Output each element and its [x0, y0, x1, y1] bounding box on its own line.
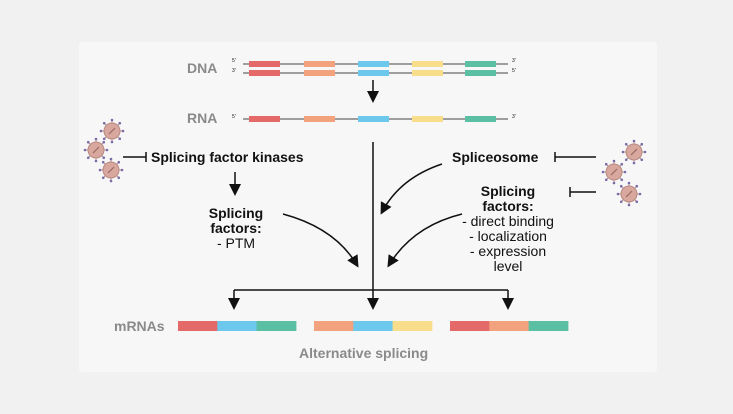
- dna-strands: [243, 61, 508, 76]
- mrna-exon-teal: [256, 321, 297, 331]
- dna-exon-orange-top: [304, 61, 335, 67]
- virus-icon: [99, 118, 125, 144]
- mrnas-label: mRNAs: [114, 318, 165, 334]
- spliceosome-label: Spliceosome: [452, 149, 539, 165]
- splicing-factors-left-title-2: factors:: [210, 220, 262, 236]
- dna-exon-teal-top: [465, 61, 496, 67]
- splicing-factors-right-block: Splicing factors: - direct binding - loc…: [448, 184, 568, 274]
- mrna-exon-orange: [314, 321, 354, 331]
- mrna-exon-red: [178, 321, 218, 331]
- dna-bottom-5prime: 5': [512, 68, 516, 74]
- alternative-splicing-caption: Alternative splicing: [299, 345, 429, 361]
- virus-icon: [621, 139, 647, 165]
- virus-cluster-right: [601, 139, 647, 207]
- inhibition-splicing-factors: [569, 187, 596, 197]
- dna-exon-orange-bottom: [304, 70, 335, 76]
- rna-label: RNA: [187, 110, 218, 126]
- splicing-factors-left-item: - PTM: [216, 235, 256, 251]
- rna-exon-teal: [465, 116, 496, 122]
- rna-5prime: 5': [232, 114, 236, 120]
- branch-lines: [228, 142, 514, 310]
- mrna-exon-orange: [489, 321, 530, 331]
- inhibition-spliceosome: [554, 152, 596, 162]
- curved-arrow-factors: [387, 213, 463, 268]
- curved-arrow-spliceosome: [380, 163, 443, 215]
- mrna-isoforms: [178, 321, 569, 331]
- splicing-factors-ptm-block: Splicing factors: - PTM: [196, 206, 276, 251]
- mrna-exon-blue: [217, 321, 258, 331]
- dna-exon-teal-bottom: [465, 70, 496, 76]
- rna-exon-blue: [358, 116, 389, 122]
- mrna-exon-yellow: [392, 321, 433, 331]
- virus-icon: [98, 157, 124, 183]
- dna-exon-yellow-top: [412, 61, 443, 67]
- splicing-factors-left-title-1: Splicing: [208, 205, 264, 221]
- dna-exon-red-bottom: [249, 70, 280, 76]
- splicing-factors-right-item-2: - localization: [469, 228, 547, 244]
- splicing-factor-kinases-label: Splicing factor kinases: [151, 149, 304, 165]
- rna-exon-yellow: [412, 116, 443, 122]
- splicing-factors-right-title-1: Splicing: [480, 183, 536, 199]
- dna-exon-blue-bottom: [358, 70, 389, 76]
- mrna-exon-blue: [353, 321, 394, 331]
- inhibition-kinases: [123, 152, 147, 162]
- dna-exon-blue-top: [358, 61, 389, 67]
- splicing-factors-right-item-1: - direct binding: [462, 213, 554, 229]
- dna-top-3prime: 3': [512, 58, 516, 64]
- curved-arrow-ptm: [282, 213, 359, 268]
- mrna-exon-red: [450, 321, 490, 331]
- virus-icon: [616, 181, 642, 207]
- dna-top-5prime: 5': [232, 58, 236, 64]
- dna-label: DNA: [187, 60, 218, 76]
- rna-strand: [243, 116, 508, 122]
- rna-exon-orange: [304, 116, 335, 122]
- splicing-factors-right-item-4: level: [493, 258, 523, 274]
- virus-icon: [83, 137, 109, 163]
- rna-3prime: 3': [512, 114, 516, 120]
- splicing-factors-right-title-2: factors:: [482, 198, 534, 214]
- virus-icon: [601, 159, 627, 185]
- dna-bottom-3prime: 3': [232, 68, 236, 74]
- virus-cluster-left: [83, 118, 125, 183]
- splicing-factors-right-item-3: - expression: [469, 243, 547, 259]
- dna-exon-red-top: [249, 61, 280, 67]
- mrna-exon-teal: [528, 321, 569, 331]
- rna-exon-red: [249, 116, 280, 122]
- dna-exon-yellow-bottom: [412, 70, 443, 76]
